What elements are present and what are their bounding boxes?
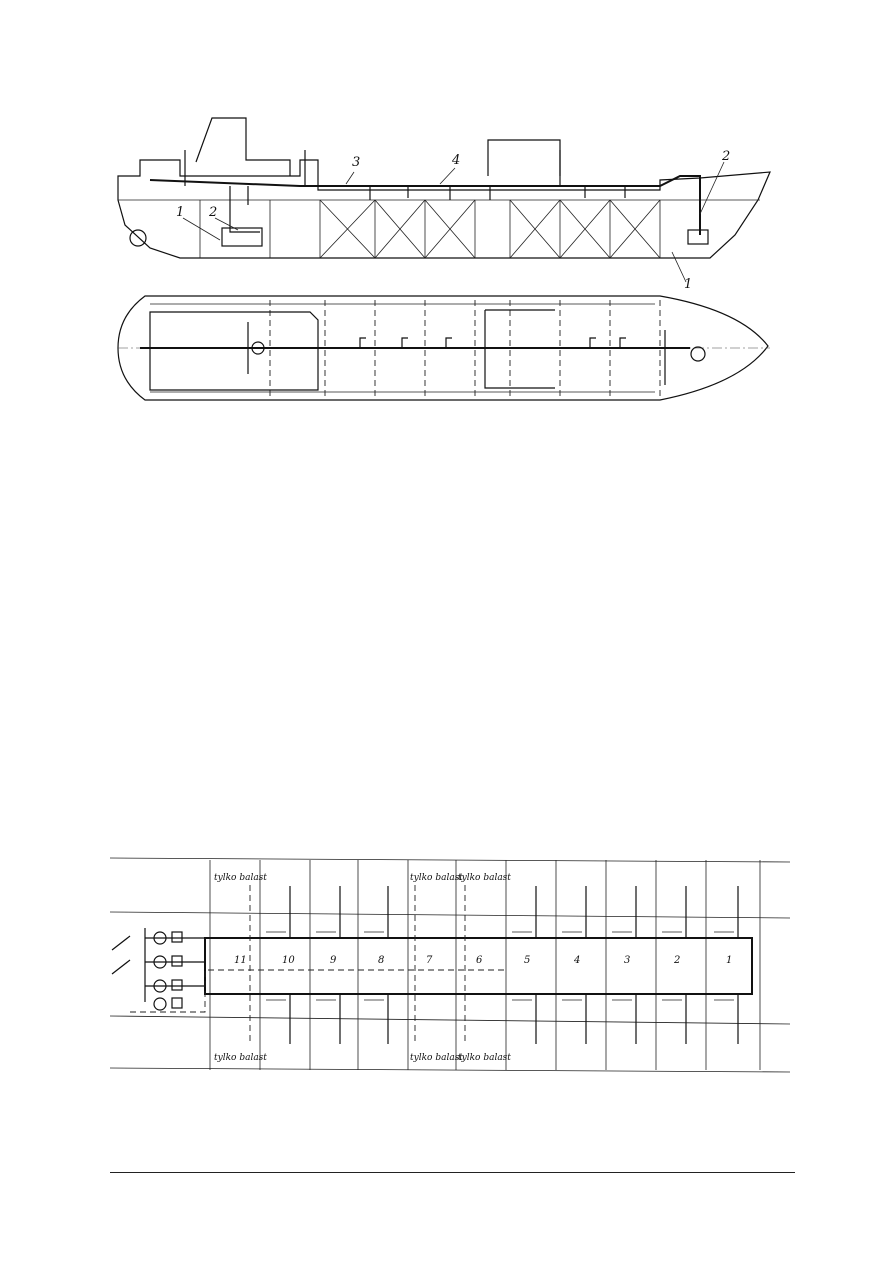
footer-rule [110, 1172, 795, 1173]
ballast-label-top-7: tylko balast [410, 873, 463, 883]
tank-number-10: 10 [282, 955, 295, 966]
callout-1-left: 1 [176, 205, 184, 220]
tank-number-11: 11 [234, 955, 247, 966]
callout-3: 3 [352, 155, 360, 170]
tank-number-5: 5 [524, 955, 530, 966]
tank-number-3: 3 [624, 955, 630, 966]
callout-4: 4 [451, 153, 460, 168]
tank-number-2: 2 [673, 955, 680, 966]
callout-1-right: 1 [684, 277, 692, 292]
tank-number-8: 8 [378, 955, 384, 966]
tank-number-6: 6 [476, 955, 483, 966]
tank-number-9: 9 [330, 955, 337, 966]
tank-number-4: 4 [573, 955, 580, 966]
ballast-label-top-11: tylko balast [214, 873, 267, 883]
callout-2-right: 2 [721, 149, 730, 164]
ballast-label-bottom-11: tylko balast [214, 1053, 267, 1063]
ballast-label-top-6: tylko balast [458, 873, 511, 883]
tank-number-7: 7 [426, 955, 433, 966]
tank-number-1: 1 [726, 955, 732, 966]
ballast-label-bottom-7: tylko balast [410, 1053, 463, 1063]
ballast-label-bottom-6: tylko balast [458, 1053, 511, 1063]
callout-2-left: 2 [208, 205, 217, 220]
